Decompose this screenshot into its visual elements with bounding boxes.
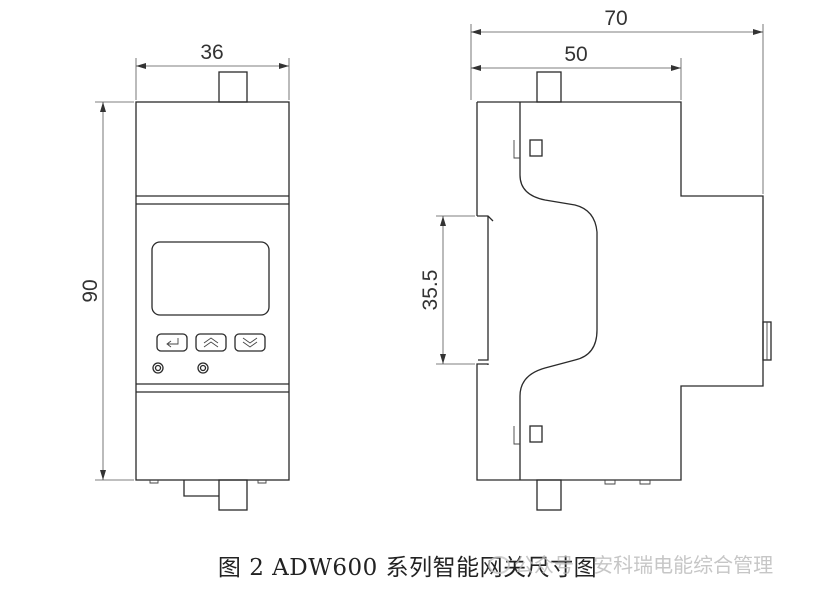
chevron-down-icon: [242, 337, 258, 348]
caption-text: 图 2 ADW600 系列智能网关尺寸图: [217, 555, 598, 581]
wechat-icon: [488, 556, 510, 574]
total-depth-dimension: 70: [470, 7, 764, 194]
depth-dimension-label: 50: [564, 43, 587, 66]
front-body: [135, 101, 290, 481]
up-button[interactable]: [195, 333, 227, 352]
side-view: 70 50 35.5: [419, 7, 772, 511]
side-top-terminal: [536, 71, 562, 103]
height-dimension: 90: [79, 101, 134, 481]
down-button[interactable]: [234, 333, 266, 352]
width-dimension: 36: [135, 41, 290, 100]
total-depth-label: 70: [604, 7, 627, 30]
led-indicator-1: [152, 362, 164, 374]
top-clip: [529, 139, 543, 157]
bottom-clip: [529, 425, 543, 443]
side-bottom-terminal: [536, 479, 562, 511]
din-clip: [183, 480, 219, 497]
side-body: [476, 101, 764, 481]
bottom-terminal: [218, 479, 248, 511]
front-view: 36 90: [79, 41, 290, 511]
height-dimension-label: 90: [79, 279, 102, 302]
rail-dimension: 35.5: [419, 215, 475, 365]
rail-dimension-label: 35.5: [419, 270, 442, 311]
figure-caption: 图 2 ADW600 系列智能网关尺寸图: [0, 548, 815, 582]
watermark-text: 公众号 · 安科瑞电能综合管理: [514, 553, 774, 577]
lcd-window: [151, 241, 270, 316]
enter-button[interactable]: [156, 333, 188, 352]
watermark: 公众号 · 安科瑞电能综合管理: [488, 549, 773, 578]
top-terminal: [218, 71, 248, 103]
led-indicator-2: [197, 362, 209, 374]
enter-icon: [168, 338, 179, 345]
depth-dimension: 50: [471, 43, 682, 100]
width-dimension-label: 36: [200, 41, 223, 64]
chevron-up-icon: [203, 337, 219, 348]
